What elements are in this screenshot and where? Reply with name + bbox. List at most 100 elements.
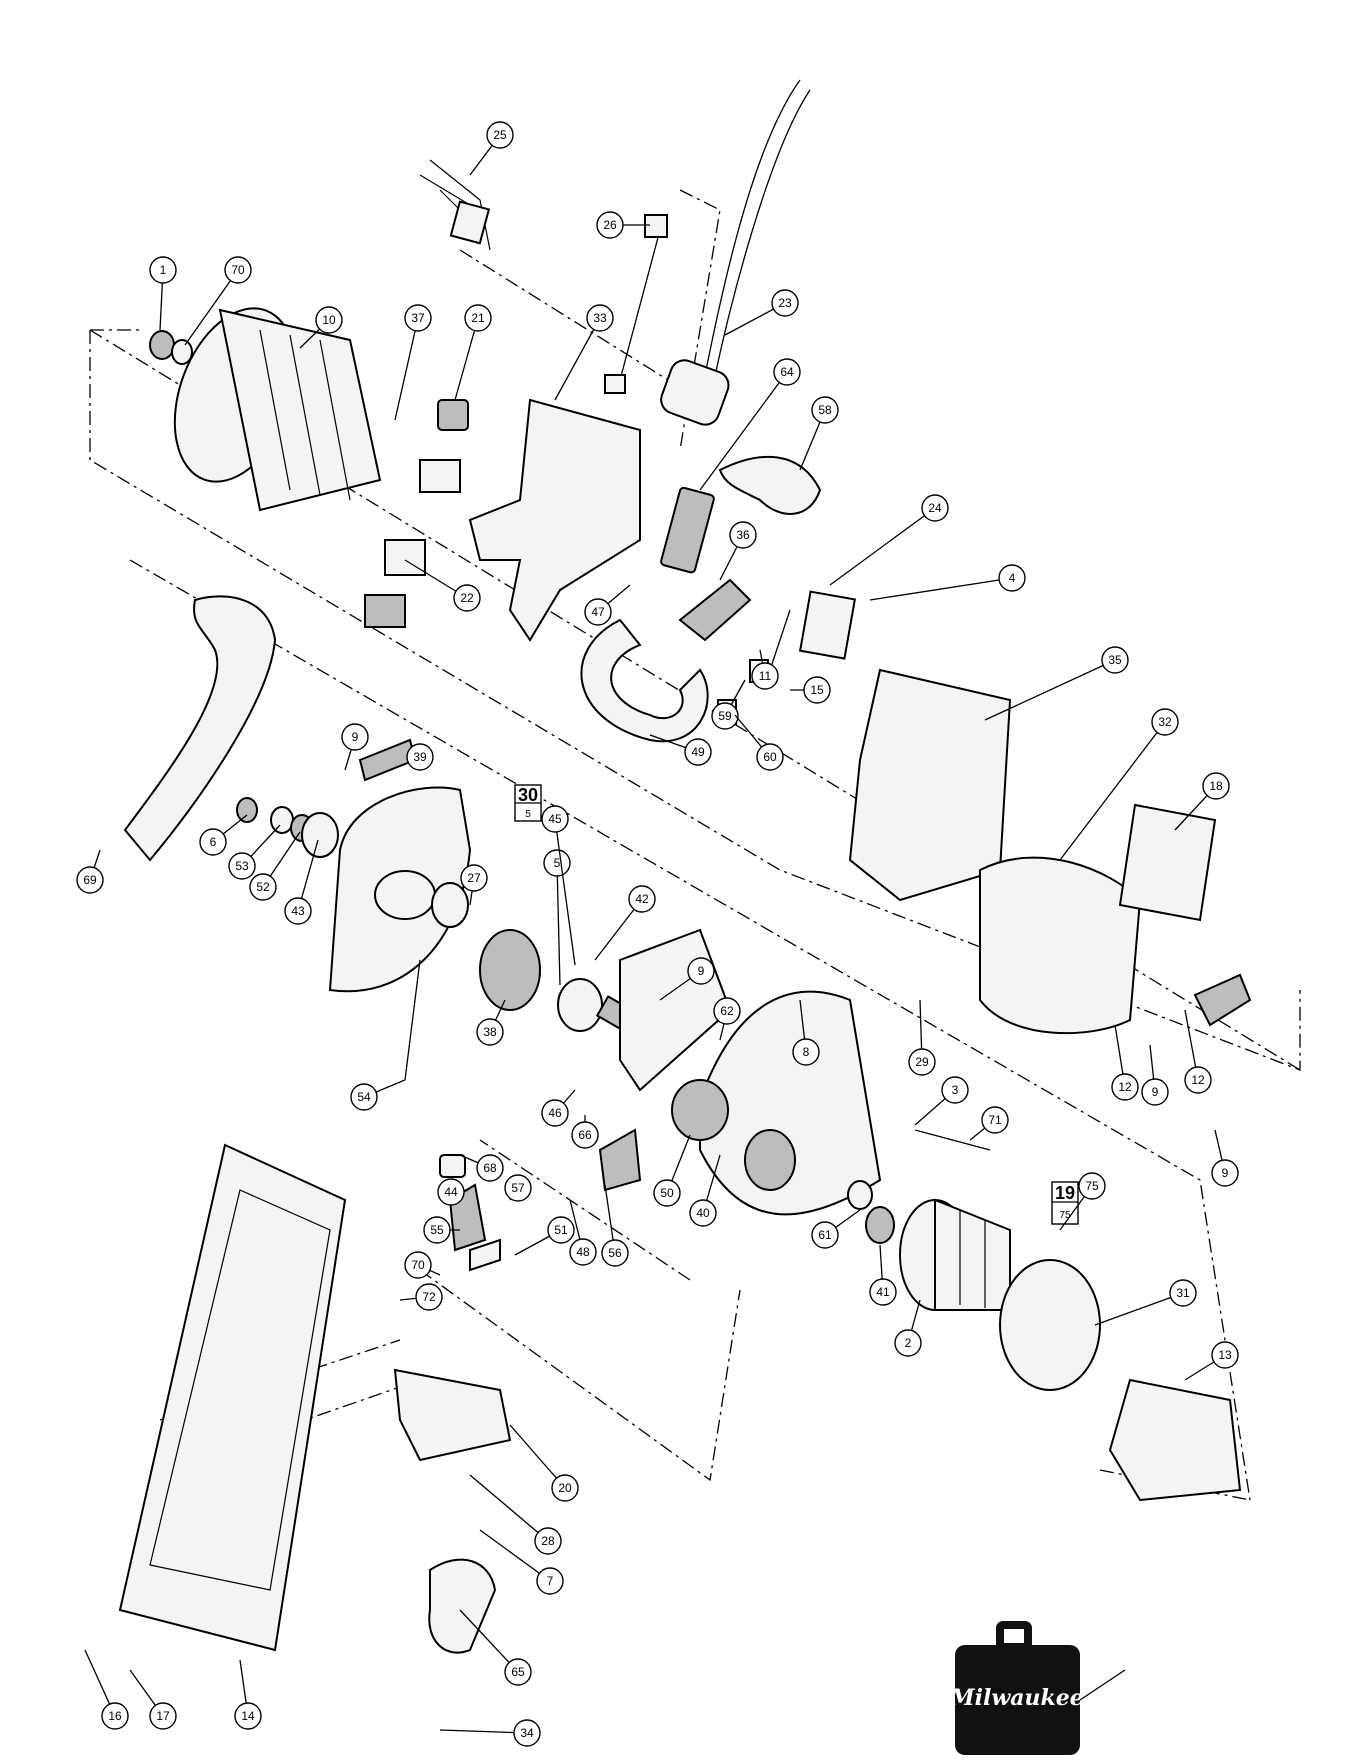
callout-number: 48 xyxy=(576,1245,590,1259)
callout-number: 8 xyxy=(803,1045,810,1059)
callout-number: 12 xyxy=(1118,1080,1132,1094)
callout-52: 52 xyxy=(250,832,300,900)
callout-66: 66 xyxy=(572,1115,598,1148)
callout-number: 28 xyxy=(541,1534,555,1548)
boxed-ref-main: 30 xyxy=(518,785,538,805)
callout-number: 9 xyxy=(698,964,705,978)
callout-number: 57 xyxy=(511,1181,525,1195)
callout-number: 51 xyxy=(554,1223,568,1237)
callout-47: 47 xyxy=(585,585,630,625)
callout-5: 5 xyxy=(544,850,570,985)
label-18 xyxy=(1120,805,1215,920)
callout-number: 43 xyxy=(291,904,305,918)
callout-12: 12 xyxy=(1112,1025,1138,1100)
callout-29: 29 xyxy=(909,1000,935,1075)
guard-32 xyxy=(980,858,1140,1034)
callout-number: 6 xyxy=(210,835,217,849)
callout-69: 69 xyxy=(77,850,103,893)
callout-number: 21 xyxy=(471,311,485,325)
gear-40 xyxy=(672,1080,728,1140)
callout-31: 31 xyxy=(1095,1280,1196,1325)
callout-number: 44 xyxy=(444,1185,458,1199)
callout-26: 26 xyxy=(597,212,650,238)
callout-60: 60 xyxy=(735,715,783,770)
callout-number: 9 xyxy=(1222,1166,1229,1180)
callout-28: 28 xyxy=(470,1475,561,1554)
brush-holders-21-22 xyxy=(365,400,468,627)
callout-34: 34 xyxy=(440,1720,540,1746)
armature-19 xyxy=(900,1200,1010,1310)
washers-6-53-52-43 xyxy=(237,798,338,857)
callout-number: 39 xyxy=(413,750,427,764)
callout-leader xyxy=(985,660,1115,720)
callout-number: 29 xyxy=(915,1055,929,1069)
callout-number: 23 xyxy=(778,296,792,310)
callout-14: 14 xyxy=(235,1660,261,1729)
callout-71: 71 xyxy=(970,1107,1008,1140)
bearing-1 xyxy=(150,331,192,364)
brand-logo-case: Milwaukee xyxy=(949,1625,1125,1755)
callout-9: 9 xyxy=(1142,1045,1168,1105)
callout-number: 68 xyxy=(483,1161,497,1175)
boxed-ref: 19 75 xyxy=(1052,1182,1078,1224)
callout-57: 57 xyxy=(505,1175,531,1201)
callout-number: 53 xyxy=(235,859,249,873)
callout-number: 72 xyxy=(422,1290,436,1304)
callout-number: 41 xyxy=(876,1285,890,1299)
callout-1: 1 xyxy=(150,257,176,330)
callout-number: 9 xyxy=(352,730,359,744)
callout-number: 54 xyxy=(357,1090,371,1104)
trigger-58 xyxy=(720,457,820,514)
callout-number: 36 xyxy=(736,528,750,542)
callout-number: 5 xyxy=(554,856,561,870)
callout-number: 26 xyxy=(603,218,617,232)
callout-12: 12 xyxy=(1185,1010,1211,1093)
callout-23: 23 xyxy=(725,290,798,335)
callout-50: 50 xyxy=(654,1135,690,1206)
knob-51 xyxy=(600,1130,640,1190)
callout-number: 66 xyxy=(578,1128,592,1142)
boxed-ref-sub: 5 xyxy=(525,809,531,820)
callout-number: 22 xyxy=(460,591,474,605)
trigger-36 xyxy=(680,580,750,640)
cord-wire-26 xyxy=(605,215,667,393)
callout-leader xyxy=(1095,1293,1183,1325)
callout-70: 70 xyxy=(405,1252,440,1278)
callout-number: 62 xyxy=(720,1004,734,1018)
callout-53: 53 xyxy=(229,825,280,879)
fan-baffle-31 xyxy=(1000,1260,1100,1390)
callout-number: 15 xyxy=(810,683,824,697)
callout-leader xyxy=(555,318,600,400)
callout-number: 35 xyxy=(1108,653,1122,667)
callout-number: 37 xyxy=(411,311,425,325)
boxed-ref-main: 19 xyxy=(1055,1183,1075,1203)
lever-38 xyxy=(1195,975,1250,1025)
callout-number: 9 xyxy=(1152,1085,1159,1099)
callout-number: 47 xyxy=(591,605,605,619)
callout-number: 60 xyxy=(763,750,777,764)
boxed-ref: 30 5 xyxy=(515,785,541,821)
callout-61: 61 xyxy=(812,1210,860,1248)
callout-54: 54 xyxy=(351,1080,405,1110)
callout-37: 37 xyxy=(395,305,431,420)
callout-24: 24 xyxy=(830,495,948,585)
callout-number: 40 xyxy=(696,1206,710,1220)
callout-number: 42 xyxy=(635,892,649,906)
callout-number: 34 xyxy=(520,1726,534,1740)
callout-number: 13 xyxy=(1218,1348,1232,1362)
callout-number: 65 xyxy=(511,1665,525,1679)
callout-number: 31 xyxy=(1176,1286,1190,1300)
callout-number: 59 xyxy=(718,709,732,723)
callout-20: 20 xyxy=(510,1425,578,1501)
callout-9: 9 xyxy=(1212,1130,1238,1186)
spindle-parts xyxy=(405,883,643,1080)
callout-number: 56 xyxy=(608,1246,622,1260)
callout-number: 75 xyxy=(1085,1179,1099,1193)
callout-number: 24 xyxy=(928,501,942,515)
callout-number: 70 xyxy=(231,263,245,277)
callout-6: 6 xyxy=(200,815,247,855)
callout-25: 25 xyxy=(470,122,513,175)
callout-number: 17 xyxy=(156,1709,170,1723)
callout-51: 51 xyxy=(515,1217,574,1255)
